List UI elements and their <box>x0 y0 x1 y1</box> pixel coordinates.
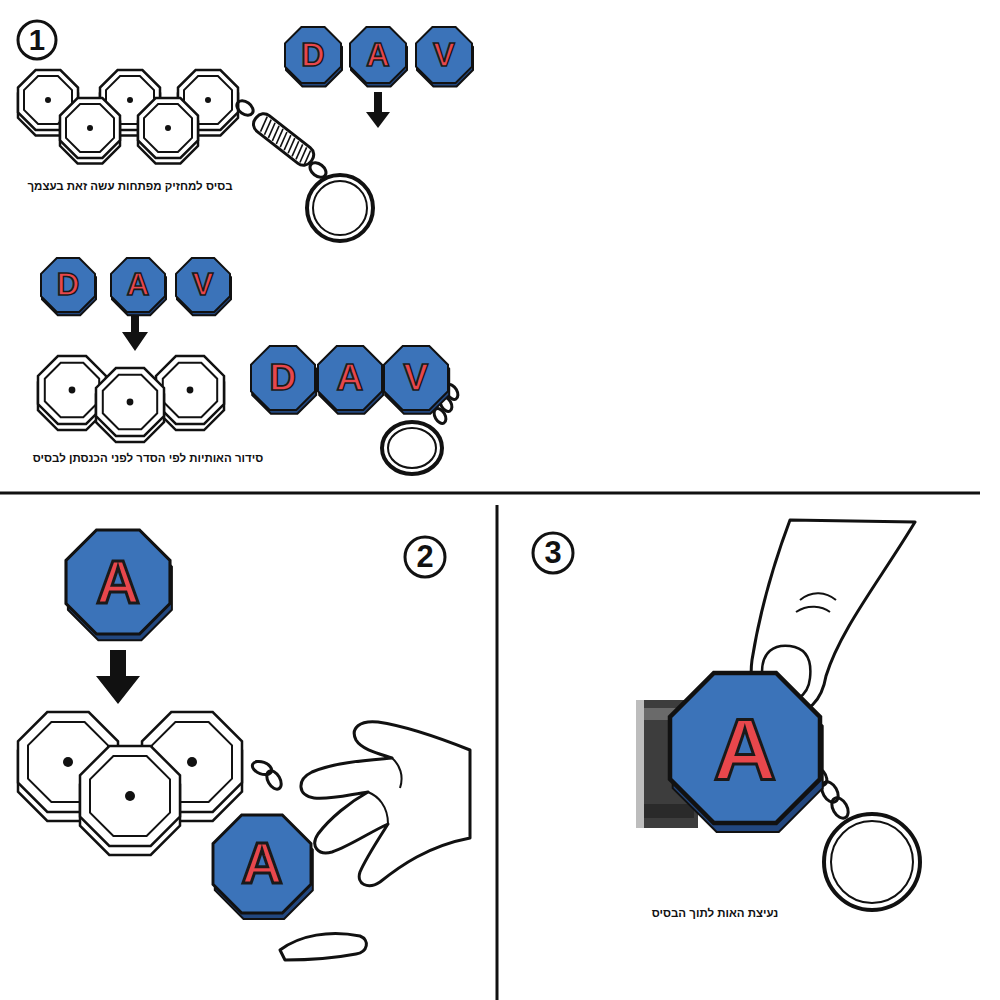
letter-tile: A <box>350 27 406 83</box>
tile-letter: D <box>57 269 80 300</box>
base-peg <box>127 97 133 103</box>
letter-tile: V <box>176 258 230 312</box>
base-peg <box>125 791 135 801</box>
base-peg <box>45 97 51 103</box>
tile-letter: V <box>404 359 429 396</box>
base-well <box>144 104 192 152</box>
letter-tile: A <box>670 673 820 823</box>
base-cell <box>80 746 180 846</box>
base-cell <box>96 368 164 436</box>
tile-letter: A <box>127 269 150 300</box>
base-peg <box>187 387 194 394</box>
letter-tile: A <box>213 815 311 913</box>
letter-tile: V <box>416 27 472 83</box>
divider <box>0 492 980 495</box>
base-well <box>103 375 157 429</box>
base-peg <box>205 97 211 103</box>
divider <box>496 505 499 1000</box>
callout-number: 2 <box>416 542 433 573</box>
base-peg <box>63 757 73 767</box>
base-peg <box>69 387 76 394</box>
base-well <box>66 104 114 152</box>
base-peg <box>165 125 171 131</box>
tile-letter: V <box>433 39 455 71</box>
down-arrow <box>366 92 390 128</box>
base-well <box>90 756 170 836</box>
letter-tile: A <box>318 346 382 410</box>
base-peg <box>187 757 197 767</box>
callout-number: 1 <box>29 25 45 54</box>
letter-tile: D <box>41 258 95 312</box>
caption: בסיס למחזיק מפתחות עשה זאת בעצמך <box>25 180 234 192</box>
base-peg <box>87 125 93 131</box>
letter-tile: A <box>66 530 170 634</box>
letter-tile: D <box>285 27 341 83</box>
keychain-hardware <box>234 98 920 910</box>
base-cell <box>138 98 198 158</box>
tile-letter: A <box>714 705 777 792</box>
tile-letter: A <box>337 359 364 396</box>
tile-letter: A <box>366 39 389 71</box>
tile-letter: A <box>96 552 140 612</box>
base-well <box>45 363 99 417</box>
base-cell <box>60 98 120 158</box>
step-circle: 1 <box>16 19 58 61</box>
tile-letter: V <box>193 269 214 300</box>
tile-letter: D <box>270 359 297 396</box>
base-well <box>163 363 217 417</box>
letter-tile: A <box>111 258 165 312</box>
caption: נעיצת האות לתוך הבסיס <box>650 907 781 919</box>
base-cell <box>156 356 224 424</box>
letter-tile: V <box>384 346 448 410</box>
letter-tile: D <box>251 346 315 410</box>
step-circle: 3 <box>531 531 575 575</box>
down-arrow <box>96 650 140 704</box>
callout-number: 3 <box>544 538 561 569</box>
caption: סידור האותיות לפי הסדר לפני הכנסתן לבסיס <box>31 452 265 464</box>
step-circle: 2 <box>403 535 447 579</box>
tile-letter: D <box>301 39 324 71</box>
tile-letter: A <box>241 836 282 893</box>
base-peg <box>127 399 134 406</box>
